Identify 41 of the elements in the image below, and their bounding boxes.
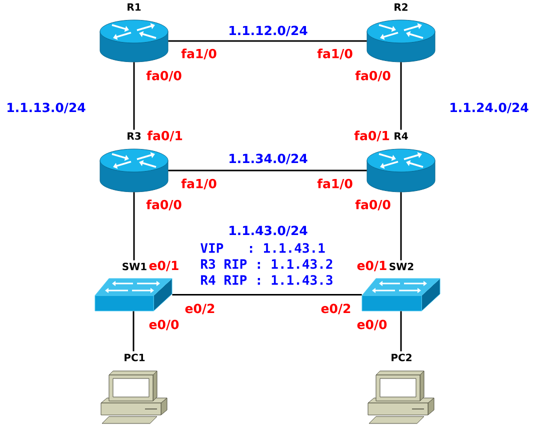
interface-label: e0/0 <box>357 320 387 330</box>
link-line <box>172 294 362 296</box>
link-line <box>133 192 135 260</box>
link-line <box>400 62 402 130</box>
interface-label: fa1/0 <box>181 178 216 190</box>
device-name: R2 <box>394 3 408 11</box>
device-name: PC1 <box>124 354 145 362</box>
interface-label: fa0/0 <box>146 70 182 82</box>
subnet-label: 1.1.13.0/24 <box>8 102 86 114</box>
device-name: R4 <box>394 132 408 140</box>
device-name: PC2 <box>392 354 412 362</box>
address-line: R4 RIP : 1.1.43.3 <box>201 275 332 285</box>
address-line: R3 RIP : 1.1.43.2 <box>201 259 332 269</box>
interface-label: fa1/0 <box>181 48 216 60</box>
subnet-label: 1.1.12.0/24 <box>230 26 308 36</box>
link-line <box>400 192 402 260</box>
device-name: SW2 <box>390 262 414 270</box>
subnet-label: 1.1.24.0/24 <box>450 102 528 114</box>
link-line <box>168 170 367 172</box>
subnet-label: 1.1.43.0/24 <box>230 226 308 236</box>
interface-label: fa0/1 <box>354 130 390 142</box>
interface-label: fa0/0 <box>146 200 182 210</box>
interface-label: fa0/0 <box>355 70 390 82</box>
interface-label: e0/0 <box>149 320 179 330</box>
subnet-label: 1.1.34.0/24 <box>230 154 308 164</box>
link-line <box>168 40 367 42</box>
link-line <box>132 311 134 352</box>
link-line <box>400 311 402 352</box>
device-name: SW1 <box>122 262 146 270</box>
interface-label: fa0/1 <box>147 130 182 142</box>
address-line: VIP : 1.1.43.1 <box>200 243 325 253</box>
interface-label: e0/2 <box>185 304 214 314</box>
device-name: R1 <box>128 3 141 11</box>
interface-label: e0/1 <box>149 260 178 272</box>
link-line <box>133 62 135 130</box>
interface-label: fa1/0 <box>317 178 352 190</box>
interface-label: fa1/0 <box>317 48 352 60</box>
interface-label: e0/1 <box>357 260 386 272</box>
device-name: R3 <box>128 132 141 140</box>
interface-label: e0/2 <box>321 304 350 314</box>
interface-label: fa0/0 <box>355 200 390 210</box>
